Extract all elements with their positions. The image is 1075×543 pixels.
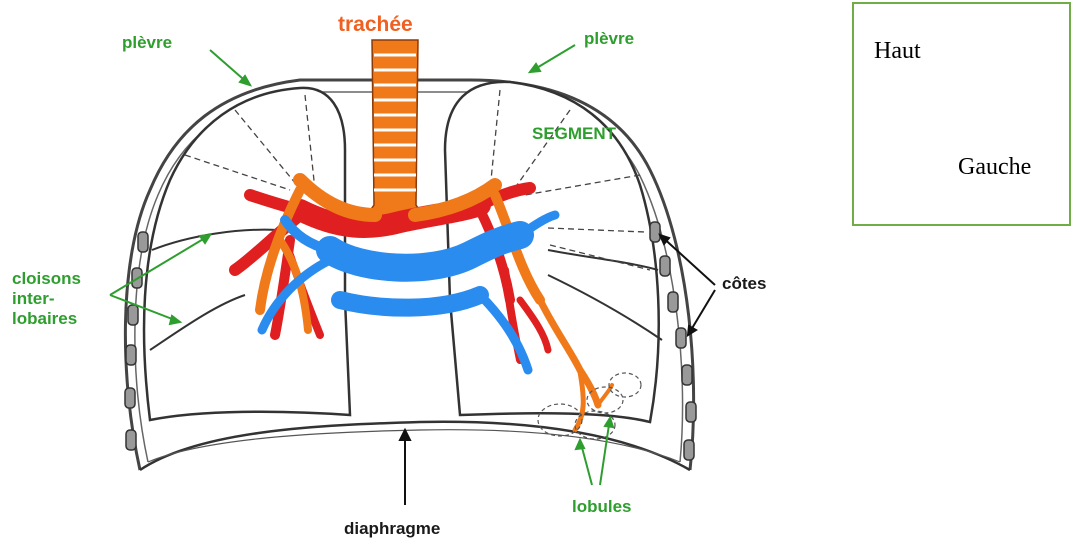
label-plevre-left: plèvre	[122, 34, 172, 51]
label-trachee: trachée	[338, 14, 413, 35]
label-cloisons-1: cloisons	[12, 270, 81, 287]
trachea	[360, 40, 430, 225]
label-diaphragme: diaphragme	[344, 520, 440, 537]
label-cloisons-2: inter-	[12, 290, 55, 307]
cotes-arrows	[660, 235, 715, 335]
label-plevre-right: plèvre	[584, 30, 634, 47]
label-segment: SEGMENT	[532, 125, 616, 142]
orientation-top-label: Haut	[874, 38, 921, 65]
label-lobules: lobules	[572, 498, 632, 515]
diaphragme-arrow	[400, 430, 410, 505]
orientation-box	[852, 2, 1071, 226]
label-cotes: côtes	[722, 275, 766, 292]
diaphragm-inner	[148, 430, 680, 462]
orientation-side-label: Gauche	[958, 154, 1031, 181]
label-cloisons-3: lobaires	[12, 310, 77, 327]
